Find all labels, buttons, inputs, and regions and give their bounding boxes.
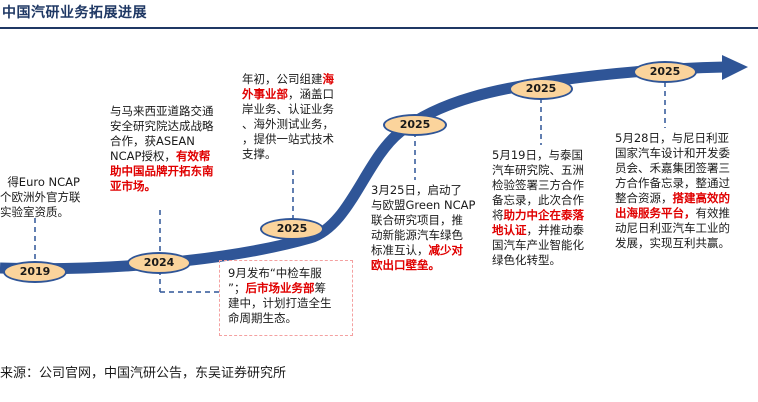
thailand-text-a: 5月19日，与泰国 汽车研究院、五洲 检验签署三方合作 备忘录，此次合作 将 bbox=[492, 148, 584, 222]
year-badge-2024: 2024 bbox=[127, 252, 191, 274]
year-badge-2019: 2019 bbox=[3, 261, 67, 283]
year-badge-2025-d: 2025 bbox=[633, 61, 697, 83]
aftermarket-callout-box bbox=[219, 260, 353, 336]
nigeria-highlight: 搭建高效的 出海服务平台， bbox=[615, 191, 730, 220]
timeline-arrow-head bbox=[722, 55, 748, 80]
nigeria-text-a: 5月28日，与尼日利亚 国家汽车设计和开发委 员会、禾嘉集团签署三 方合作备忘录… bbox=[615, 131, 730, 205]
milestone-2025-green-ncap-text: 3月25日，启动了 与欧盟Green NCAP 联合研究项目，推 动新能源汽车绿… bbox=[371, 183, 491, 273]
year-badge-2025-b: 2025 bbox=[383, 114, 447, 136]
aftermarket-text-b: 筹 建中，计划打造全生 命周期生态。 bbox=[228, 281, 332, 325]
milestone-2024-asean-text: 与马来西亚道路交通 安全研究院达成战略 合作，获ASEAN NCAP授权，有效帮… bbox=[110, 104, 235, 194]
year-badge-2025-a: 2025 bbox=[260, 218, 324, 240]
green-ncap-plain: 3月25日，启动了 与欧盟Green NCAP 联合研究项目，推 动新能源汽车绿… bbox=[371, 183, 476, 257]
nigeria-text-b: 有效推 动尼日利亚汽车工业的 发展，实现互利共赢。 bbox=[615, 206, 730, 250]
source-note: 来源：公司官网，中国汽研公告，东吴证券研究所 bbox=[0, 366, 287, 381]
timeline-arrow-band bbox=[0, 61, 726, 275]
milestone-2024-plain: 与马来西亚道路交通 安全研究院达成战略 合作，获ASEAN NCAP授权， bbox=[110, 104, 214, 163]
milestone-2025-thailand-text: 5月19日，与泰国 汽车研究院、五洲 检验签署三方合作 备忘录，此次合作 将助力… bbox=[492, 148, 612, 268]
milestone-2024-highlight: 有效帮 助中国品牌开拓东南 亚市场。 bbox=[110, 149, 214, 193]
green-ncap-highlight: 减少对 欧出口壁垒。 bbox=[371, 243, 463, 272]
title-rule bbox=[0, 27, 758, 29]
milestone-2024-aftermarket-text: 9月发布“中检车服 ”；后市场业务部筹 建中，计划打造全生 命周期生态。 bbox=[228, 266, 350, 326]
overseas-dept-text-a: 年初，公司组建 bbox=[242, 72, 323, 86]
milestone-2025-overseas-dept-text: 年初，公司组建海 外事业部，涵盖口 岸业务、认证业务 、海外测试业务， ，提供一… bbox=[242, 72, 362, 162]
milestone-2025-nigeria-text: 5月28日，与尼日利亚 国家汽车设计和开发委 员会、禾嘉集团签署三 方合作备忘录… bbox=[615, 131, 758, 251]
year-badge-2025-c: 2025 bbox=[509, 78, 573, 100]
overseas-dept-text-b: ，涵盖口 岸业务、认证业务 、海外测试业务， ，提供一站式技术 支撑。 bbox=[242, 87, 334, 161]
milestone-2019-plain: 得Euro NCAP 个欧洲外官方联 实验室资质。 bbox=[0, 175, 81, 219]
aftermarket-text-a: 9月发布“中检车服 ”； bbox=[228, 266, 322, 295]
thailand-highlight: 助力中企在泰落 地认证 bbox=[492, 208, 584, 237]
milestone-2019-text: 得Euro NCAP 个欧洲外官方联 实验室资质。 bbox=[0, 160, 110, 220]
thailand-text-b: ，并推动泰 国汽车产业智能化 绿色化转型。 bbox=[492, 223, 584, 267]
page-title: 中国汽研业务拓展进展 bbox=[2, 5, 147, 21]
aftermarket-highlight: 后市场业务部 bbox=[245, 281, 315, 295]
overseas-dept-highlight: 海 外事业部 bbox=[242, 72, 334, 101]
